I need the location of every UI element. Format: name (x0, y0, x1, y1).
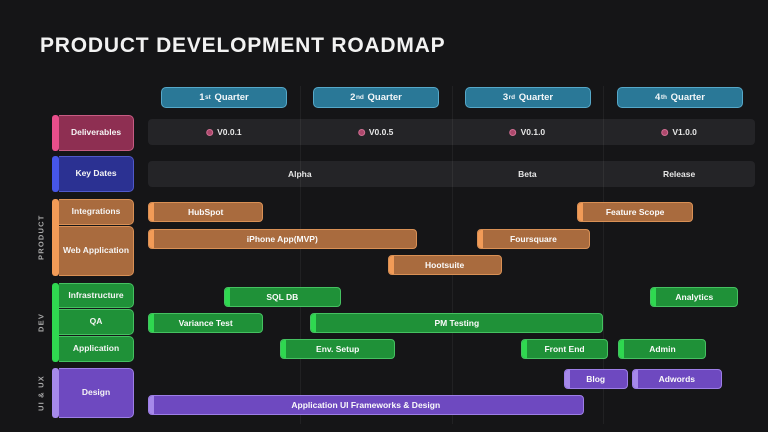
group-label-ui-ux: UI & UX (36, 375, 46, 411)
bar-label: HubSpot (187, 207, 224, 217)
gantt-bar-admin[interactable]: Admin (618, 339, 707, 359)
accent-strip-key-dates (52, 156, 59, 192)
bar-accent (149, 314, 154, 332)
bar-label: Adwords (658, 374, 696, 384)
gantt-bar-hubspot[interactable]: HubSpot (148, 202, 264, 222)
bar-label: Analytics (675, 292, 714, 302)
milestone-V1.0.0[interactable]: V1.0.0 (661, 119, 697, 145)
bar-label: Admin (649, 344, 676, 354)
row-label-infrastructure[interactable]: Infrastructure (59, 283, 134, 308)
milestone-label: V0.0.5 (368, 127, 394, 137)
quarter-gridline (299, 86, 301, 424)
gantt-bar-iphone-app-mvp-[interactable]: iPhone App(MVP) (148, 229, 417, 249)
milestone-label: V1.0.0 (672, 127, 697, 137)
quarter-gridline (603, 86, 605, 424)
gantt-bar-variance-test[interactable]: Variance Test (148, 313, 264, 333)
bar-accent (578, 203, 584, 221)
bar-accent (478, 230, 484, 248)
bar-label: PM Testing (434, 318, 480, 328)
bar-label: Front End (544, 344, 585, 354)
row-label-deliverables[interactable]: Deliverables (59, 115, 134, 151)
milestone-V0.0.5[interactable]: V0.0.5 (357, 119, 394, 145)
milestone-V0.0.1[interactable]: V0.0.1 (206, 119, 242, 145)
phase-label-Alpha: Alpha (287, 169, 312, 179)
bar-accent (281, 340, 287, 358)
quarter-ordinal: rd (508, 94, 516, 101)
quarter-word: Quarter (214, 92, 249, 103)
gantt-bar-adwords[interactable]: Adwords (632, 369, 722, 389)
bar-label: Env. Setup (316, 344, 360, 354)
bar-label: Blog (586, 374, 606, 384)
milestone-label: V0.1.0 (520, 127, 546, 137)
bar-label: Hootsuite (425, 260, 465, 270)
accent-strip-product (52, 199, 59, 276)
gantt-track-deliverables: V0.0.1 V0.0.5 V0.1.0 V1.0.0 (148, 119, 755, 145)
page-title: PRODUCT DEVELOPMENT ROADMAP (40, 34, 446, 57)
bar-label: Application UI Frameworks & Design (291, 400, 441, 410)
group-label-product: PRODUCT (36, 214, 46, 261)
gantt-bar-hootsuite[interactable]: Hootsuite (387, 255, 502, 275)
row-label-design[interactable]: Design (59, 368, 134, 418)
accent-strip-dev (52, 283, 59, 362)
gantt-bar-front-end[interactable]: Front End (521, 339, 608, 359)
milestone-V0.1.0[interactable]: V0.1.0 (509, 119, 546, 145)
bar-accent (651, 288, 657, 306)
bar-accent (522, 340, 528, 358)
gantt-bar-pm-testing[interactable]: PM Testing (310, 313, 604, 333)
quarter-number: 3 (502, 92, 509, 103)
quarter-number: 4 (655, 92, 661, 103)
quarter-word: Quarter (670, 92, 705, 103)
row-label-application[interactable]: Application (59, 336, 134, 362)
gantt-bar-application-ui-frameworks-design[interactable]: Application UI Frameworks & Design (148, 395, 584, 415)
bar-label: iPhone App(MVP) (246, 234, 318, 244)
accent-strip-ui-ux (52, 368, 59, 418)
gantt-track-key-dates: Alpha Beta Release (148, 161, 755, 187)
bar-accent (311, 314, 317, 332)
bar-accent (633, 370, 639, 388)
bar-label: Foursquare (510, 234, 557, 244)
milestone-dot-icon (357, 128, 365, 136)
quarter-word: Quarter (367, 92, 402, 103)
milestone-dot-icon (509, 128, 517, 136)
bar-accent (619, 340, 625, 358)
row-label-qa[interactable]: QA (59, 309, 134, 335)
gantt-bar-feature-scope[interactable]: Feature Scope (577, 202, 693, 222)
bar-label: SQL DB (266, 292, 299, 302)
phase-label-Release: Release (663, 169, 696, 179)
quarter-ordinal: nd (355, 94, 364, 101)
quarter-number: 1 (199, 92, 205, 103)
gantt-bar-foursquare[interactable]: Foursquare (477, 229, 590, 249)
quarter-ordinal: st (205, 94, 211, 101)
bar-accent (388, 256, 394, 274)
group-label-dev: DEV (36, 312, 46, 333)
gantt-bar-blog[interactable]: Blog (563, 369, 628, 389)
bar-accent (149, 203, 154, 221)
accent-strip-deliverables (52, 115, 59, 151)
row-label-integrations[interactable]: Integrations (59, 199, 134, 225)
bar-label: Feature Scope (605, 207, 665, 217)
phase-label-Beta: Beta (518, 169, 537, 179)
gantt-bar-sql-db[interactable]: SQL DB (223, 287, 341, 307)
milestone-dot-icon (206, 128, 214, 136)
quarter-ordinal: th (660, 94, 667, 101)
bar-accent (149, 396, 154, 414)
bar-accent (149, 230, 154, 248)
bar-accent (224, 288, 230, 306)
milestone-label: V0.0.1 (217, 127, 242, 137)
quarter-number: 2 (350, 92, 356, 103)
row-label-web-application[interactable]: Web Application (59, 226, 134, 276)
gantt-bar-analytics[interactable]: Analytics (650, 287, 739, 307)
bar-label: Variance Test (178, 318, 233, 328)
quarter-word: Quarter (518, 92, 554, 103)
row-label-key-dates[interactable]: Key Dates (59, 156, 134, 192)
bar-accent (564, 370, 570, 388)
milestone-dot-icon (661, 128, 669, 136)
gantt-bar-env-setup[interactable]: Env. Setup (280, 339, 396, 359)
